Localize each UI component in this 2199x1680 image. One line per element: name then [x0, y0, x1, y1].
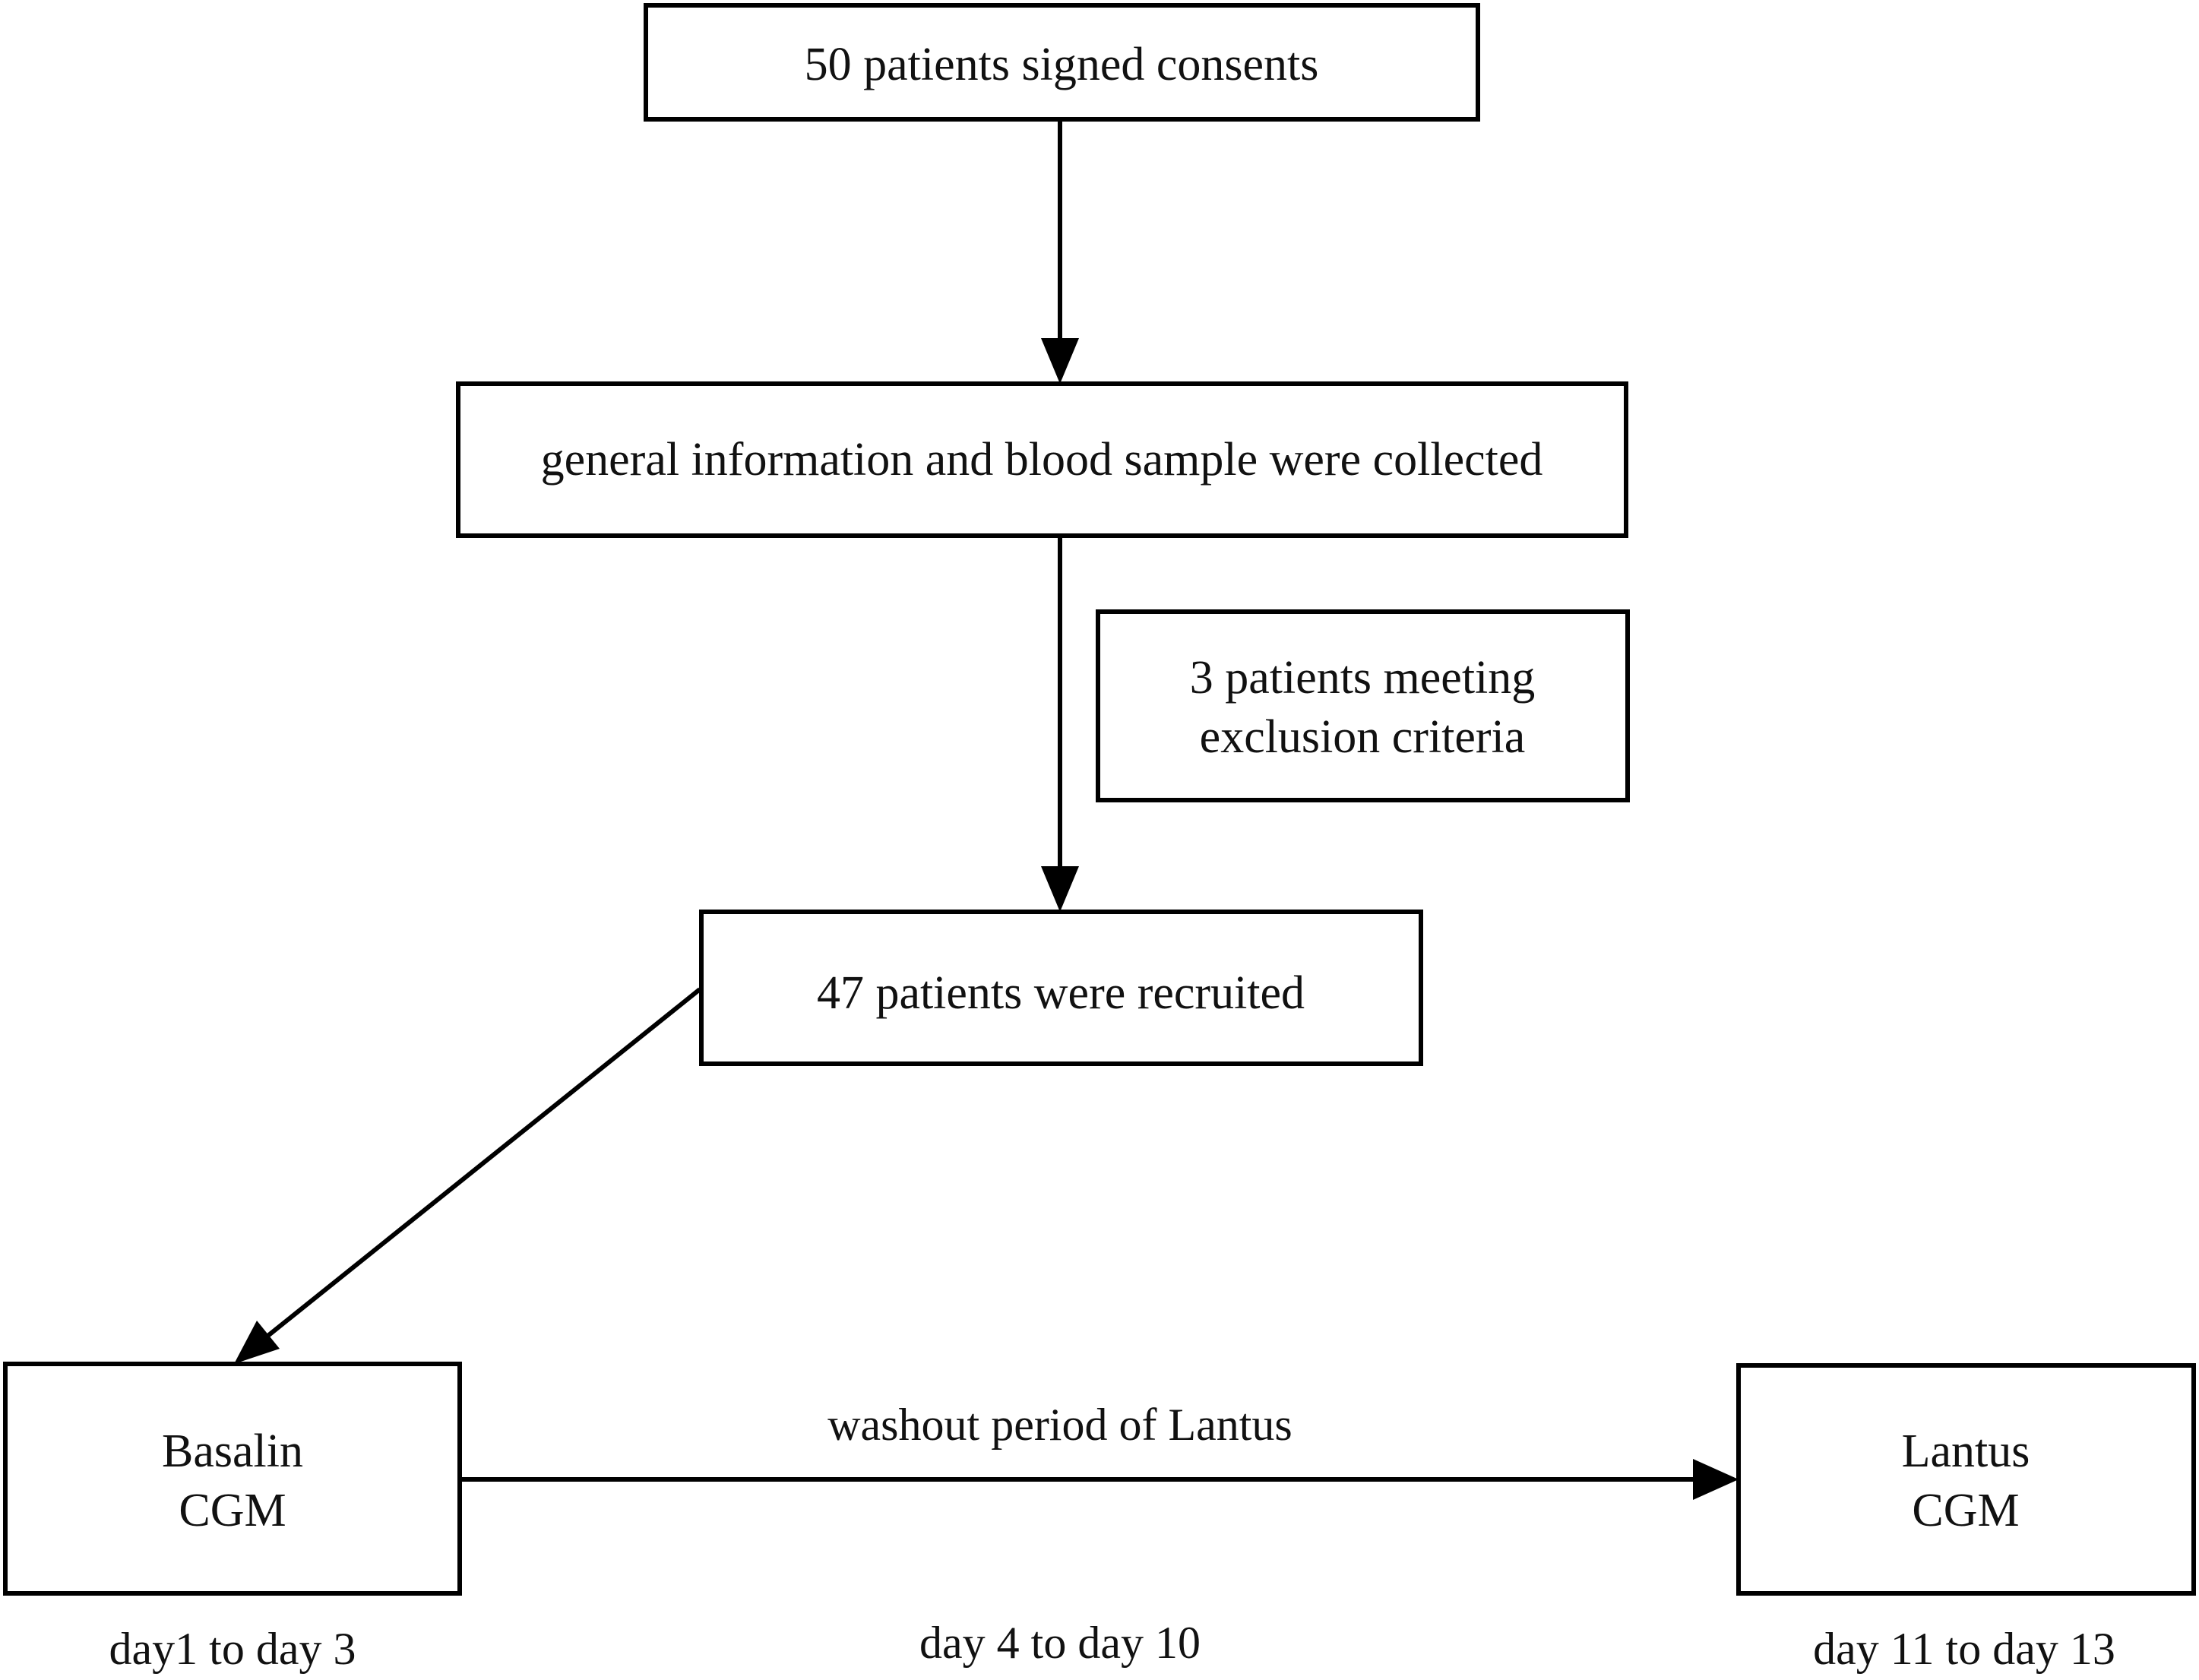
- collected-box-text: general information and blood sample wer…: [541, 434, 1543, 486]
- arrow-consent-to-collected: [1041, 119, 1079, 384]
- lantus-days-label: day 11 to day 13: [1813, 1624, 2115, 1674]
- basalin-box-text-line2: CGM: [179, 1485, 286, 1536]
- lantus-box-text-line1: Lantus: [1902, 1425, 2030, 1477]
- washout-label: washout period of Lantus: [827, 1400, 1293, 1450]
- arrow-collected-to-recruited: [1041, 536, 1079, 912]
- exclusion-box: 3 patients meeting exclusion criteria: [1096, 609, 1630, 802]
- recruited-box-text: 47 patients were recruited: [817, 967, 1305, 1019]
- exclusion-box-text-line1: 3 patients meeting: [1190, 652, 1536, 704]
- recruited-box: 47 patients were recruited: [699, 910, 1423, 1066]
- lantus-box-text-line2: CGM: [1912, 1485, 2019, 1536]
- arrow-recruited-to-basalin: [234, 987, 701, 1364]
- basalin-box: Basalin CGM: [3, 1362, 462, 1596]
- washout-days-label: day 4 to day 10: [919, 1618, 1201, 1668]
- lantus-box: Lantus CGM: [1736, 1363, 2196, 1596]
- basalin-days-label: day1 to day 3: [109, 1624, 356, 1674]
- consent-box-text: 50 patients signed consents: [805, 39, 1319, 90]
- consent-box: 50 patients signed consents: [644, 3, 1480, 122]
- exclusion-box-text-line2: exclusion criteria: [1200, 711, 1526, 763]
- basalin-box-text-line1: Basalin: [162, 1425, 303, 1477]
- arrow-basalin-to-lantus: [460, 1459, 1739, 1500]
- collected-box: general information and blood sample wer…: [456, 381, 1628, 538]
